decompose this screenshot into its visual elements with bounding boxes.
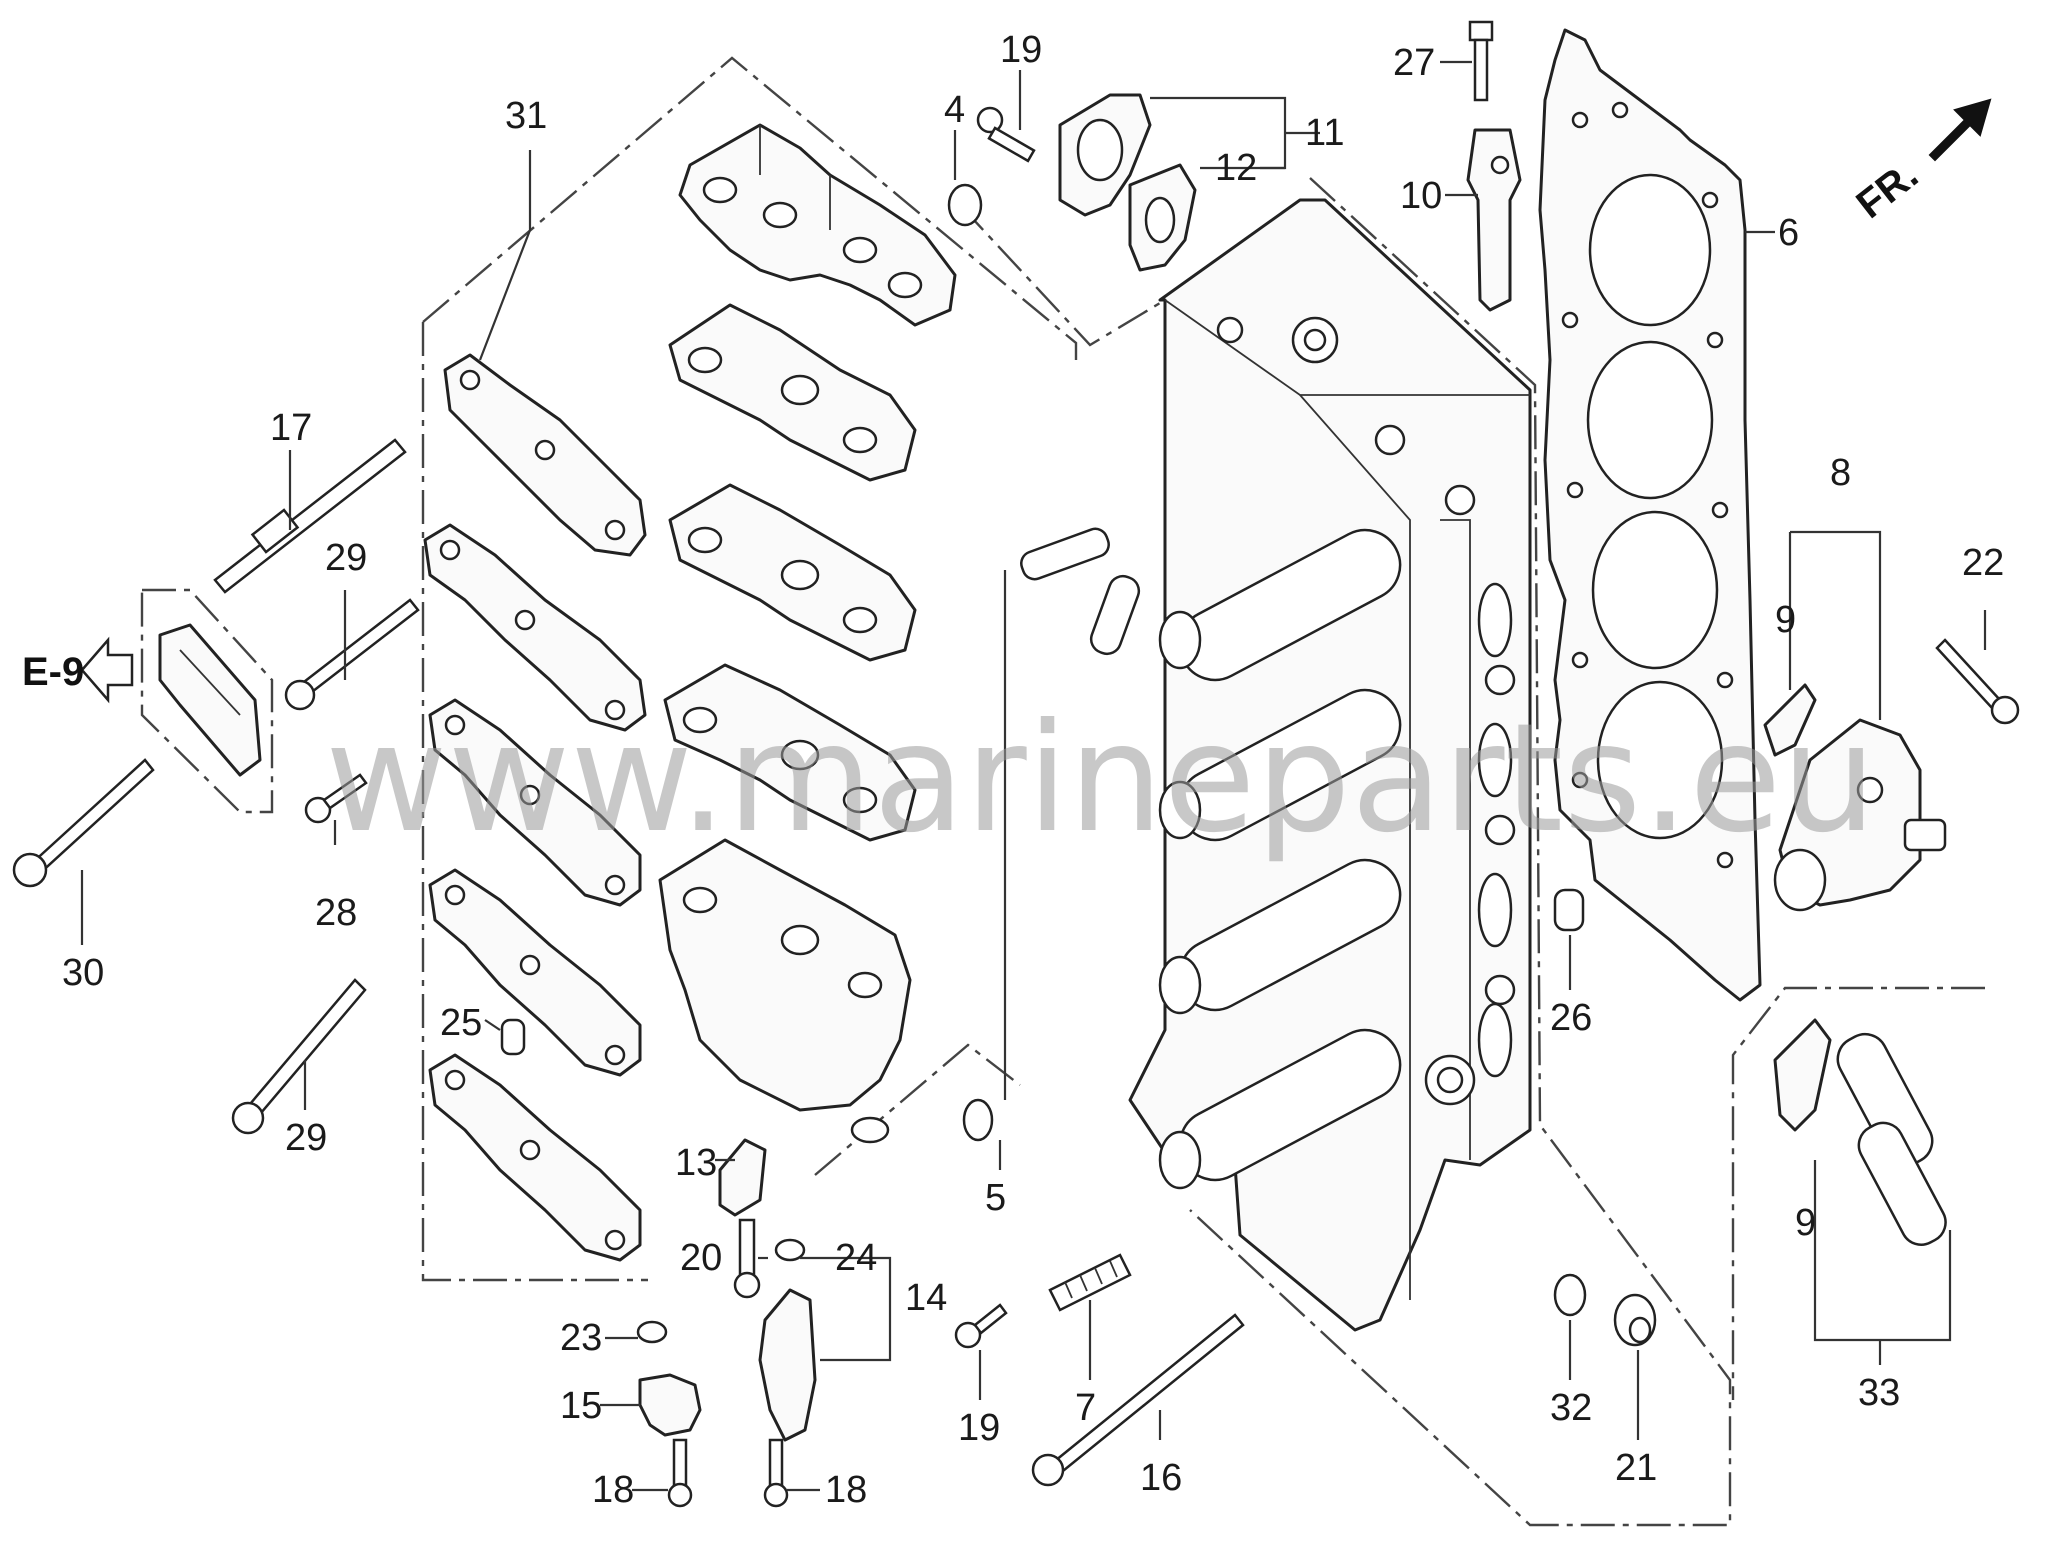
- callout-16: 16: [1140, 1457, 1182, 1499]
- callout-8: 8: [1830, 452, 1851, 494]
- callout-18-right: 18: [825, 1469, 867, 1511]
- plug-21: [1613, 1293, 1657, 1347]
- assembly-33-parts: [1773, 1018, 1947, 1246]
- bolt-19-lower: [954, 1303, 1008, 1349]
- camshaft-holder-upper-5: [658, 838, 912, 1144]
- callout-25: 25: [440, 1002, 482, 1044]
- callout-33: 33: [1858, 1372, 1900, 1414]
- reference-label: E-9: [22, 650, 84, 694]
- o-ring-24: [774, 1238, 806, 1262]
- front-label: FR.: [1848, 153, 1926, 227]
- o-ring-23: [636, 1320, 668, 1344]
- callout-20: 20: [680, 1237, 722, 1279]
- callout-24: 24: [835, 1237, 877, 1279]
- bolt-19-top: [976, 106, 1036, 163]
- leader-lines: [80, 60, 1987, 1492]
- callout-13: 13: [675, 1142, 717, 1184]
- camshaft-holder-lower-3: [428, 698, 642, 907]
- callout-12: 12: [1215, 147, 1257, 189]
- camshaft-holder-lower-1: [443, 353, 647, 557]
- cover-11: [1058, 93, 1152, 217]
- callout-32: 32: [1550, 1387, 1592, 1429]
- callout-19-lower: 19: [958, 1407, 1000, 1449]
- spool-valve-8: [1773, 718, 1947, 912]
- bolt-16: [1031, 1313, 1245, 1487]
- callout-7: 7: [1075, 1387, 1096, 1429]
- assembly-outlines: [140, 56, 1985, 1527]
- bracket-13: [718, 1138, 767, 1217]
- callout-19-top: 19: [1000, 29, 1042, 71]
- bolt-30: [12, 758, 155, 888]
- bolt-29-upper: [284, 598, 420, 711]
- camshaft-holder-lower-5: [428, 1053, 642, 1262]
- bolt-29-lower: [231, 978, 367, 1135]
- callout-6: 6: [1778, 212, 1799, 254]
- head-gasket: [1538, 28, 1762, 1002]
- dowel-pin-upper: [1020, 527, 1110, 581]
- reference-arrow-e9[interactable]: E-9: [22, 636, 134, 704]
- bolt-18-left: [667, 1438, 693, 1508]
- callout-4: 4: [944, 89, 965, 131]
- spring-7: [1048, 1253, 1132, 1312]
- cylinder-head-cam-tubes: [1158, 528, 1402, 1190]
- camshaft-holder-upper-1: [678, 123, 957, 327]
- callout-23: 23: [560, 1317, 602, 1359]
- sensor-14: [758, 1288, 817, 1442]
- cylinder-head: [1128, 198, 1532, 1332]
- watermark-text: www.marineparts.eu: [325, 692, 1877, 866]
- callout-29-lower: 29: [285, 1117, 327, 1159]
- front-indicator: FR.: [1848, 98, 1992, 227]
- callout-numbers: 31 19 4 11 12 27 10 6 17 29 28 30 29 25 …: [62, 29, 2004, 1511]
- callout-17: 17: [270, 407, 312, 449]
- callout-18-left: 18: [592, 1469, 634, 1511]
- camshaft-holder-lower-2: [423, 523, 647, 732]
- camshaft-holder-upper-2: [668, 303, 917, 482]
- bolt-27: [1468, 20, 1494, 102]
- callout-31: 31: [505, 95, 547, 137]
- camshaft-holder-lower-4: [428, 868, 642, 1077]
- callout-5: 5: [985, 1177, 1006, 1219]
- bolt-17: [213, 438, 407, 594]
- camshaft-holder-upper-3: [668, 483, 917, 662]
- callout-22: 22: [1962, 542, 2004, 584]
- part-15: [638, 1373, 702, 1437]
- washer-32: [1553, 1273, 1587, 1317]
- callout-10: 10: [1400, 175, 1442, 217]
- callout-9-upper: 9: [1775, 599, 1796, 641]
- callout-21: 21: [1615, 1447, 1657, 1489]
- bolt-22: [1935, 638, 2020, 725]
- dowel-pin-lower: [1089, 574, 1141, 656]
- cover-plate-e9: [158, 623, 262, 777]
- callout-14: 14: [905, 1277, 947, 1319]
- plug-5: [962, 1098, 994, 1142]
- dowel-26: [1553, 888, 1585, 932]
- plug-4: [947, 183, 983, 227]
- callout-28: 28: [315, 892, 357, 934]
- gasket-12: [1128, 163, 1197, 272]
- callout-9-lower: 9: [1795, 1202, 1816, 1244]
- callout-30: 30: [62, 952, 104, 994]
- callout-29-upper: 29: [325, 537, 367, 579]
- gasket-9-upper: [1763, 683, 1817, 757]
- callout-15: 15: [560, 1385, 602, 1427]
- front-arrow-icon: [1928, 98, 1992, 162]
- camshaft-holder-upper-4: [663, 663, 917, 842]
- bolt-20: [733, 1218, 761, 1299]
- callout-27: 27: [1393, 42, 1435, 84]
- callout-26: 26: [1550, 997, 1592, 1039]
- sensor-10: [1466, 128, 1522, 312]
- dowel-25: [500, 1018, 526, 1056]
- bolt-28: [304, 773, 368, 824]
- callout-11: 11: [1305, 112, 1344, 154]
- bolt-18-right: [763, 1438, 789, 1508]
